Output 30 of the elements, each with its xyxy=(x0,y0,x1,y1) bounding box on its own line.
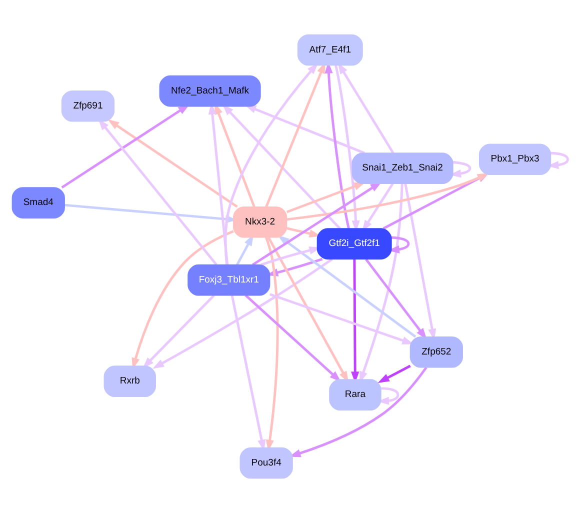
arrow xyxy=(61,104,190,188)
arrow xyxy=(222,103,341,229)
node-box: Rara xyxy=(329,378,382,410)
node-box: Pou3f4 xyxy=(240,446,293,478)
arrow xyxy=(278,234,416,338)
arrow xyxy=(286,182,366,213)
node-box: Atf7_E4f1 xyxy=(297,34,363,66)
node-box: Rxrb xyxy=(104,365,156,396)
arrow xyxy=(269,292,414,344)
node-box: Zfp691 xyxy=(61,90,115,122)
arrow xyxy=(252,181,382,266)
node-box: Smad4 xyxy=(12,186,65,218)
node-box: Foxj3_Tbl1xr1 xyxy=(188,264,270,296)
node-box: Zfp652 xyxy=(410,336,463,368)
node-box: Snai1_Zeb1_Snai2 xyxy=(352,152,454,184)
arrow xyxy=(132,230,234,370)
node-box: Gtf2i_Gtf2f1 xyxy=(316,228,392,259)
node-box: Nkx3-2 xyxy=(233,206,288,238)
arrow xyxy=(360,183,404,383)
arrow xyxy=(152,258,333,368)
arrow xyxy=(142,294,215,368)
arrow xyxy=(98,118,218,265)
node-box: Nfe2_Bach1_Mafk xyxy=(159,74,261,106)
arrow xyxy=(365,258,427,340)
arrow xyxy=(286,226,321,237)
arrow xyxy=(108,118,238,208)
arrow xyxy=(378,364,411,382)
node-box: Pbx1_Pbx3 xyxy=(478,143,552,175)
arrow xyxy=(244,294,342,382)
arrow xyxy=(244,104,365,154)
